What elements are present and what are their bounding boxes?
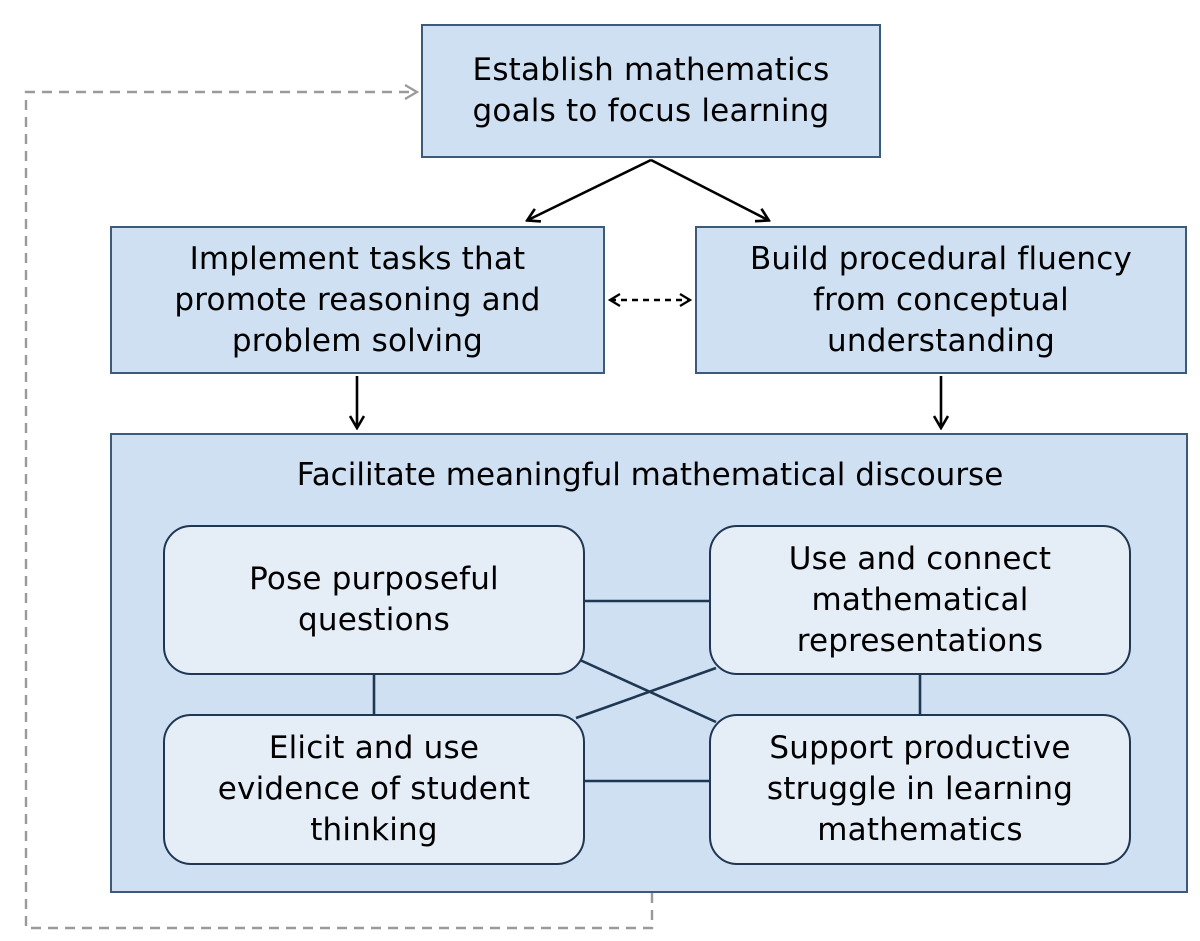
evidence-box: Elicit and use evidence of student think… bbox=[163, 714, 585, 865]
edge-goals-tasks bbox=[528, 158, 652, 220]
discourse-title: Facilitate meaningful mathematical disco… bbox=[296, 457, 1004, 493]
goals-box: Establish mathematics goals to focus lea… bbox=[421, 24, 881, 158]
questions-box: Pose purposeful questions bbox=[163, 525, 585, 675]
representations-box: Use and connect mathematical representat… bbox=[709, 525, 1131, 675]
edge-goals-fluency bbox=[650, 158, 768, 220]
struggle-box: Support productive struggle in learning … bbox=[709, 714, 1131, 865]
fluency-box: Build procedural fluency from conceptual… bbox=[695, 226, 1187, 374]
tasks-box: Implement tasks that promote reasoning a… bbox=[110, 226, 605, 374]
